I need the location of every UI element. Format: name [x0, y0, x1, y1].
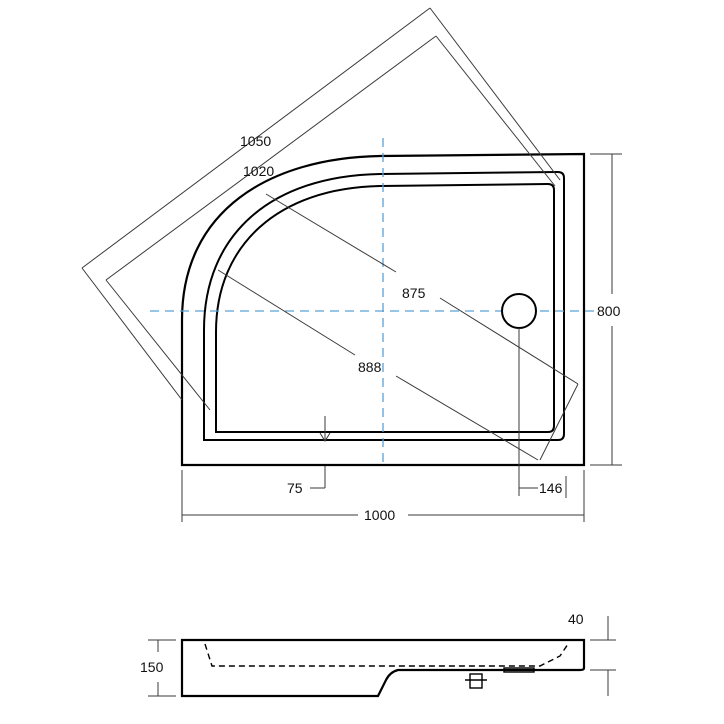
plan-view: 1050 1020 875 888 800	[81, 7, 622, 523]
diagonal-875-label: 875	[402, 285, 426, 301]
edge-offset-75-label: 75	[287, 480, 303, 496]
rim-40-label: 40	[568, 611, 584, 627]
diagonal-1020-label: 1020	[243, 163, 274, 179]
diagonal-1050-label: 1050	[240, 133, 271, 149]
drain-offset-146-label: 146	[539, 480, 563, 496]
edge-offset-75-dimension	[310, 416, 331, 489]
width-1000-dimension	[181, 470, 585, 522]
drain-offset-146-dimension	[518, 328, 567, 498]
depth-800-label: 800	[597, 303, 621, 319]
diagonal-1020-dimension	[105, 35, 556, 411]
basin-hidden-line	[204, 643, 569, 667]
drain-trap	[465, 667, 535, 689]
side-view: 150 40	[140, 611, 616, 698]
tray-side-profile	[180, 638, 586, 698]
depth-800-dimension	[590, 153, 622, 466]
tray-outer-outline	[180, 152, 586, 467]
rim-40-dimension	[590, 616, 616, 696]
diagonal-888-label: 888	[358, 359, 382, 375]
diagonal-1050-dimension	[81, 7, 561, 401]
diagonal-875-dimension	[265, 193, 579, 461]
tray-basin-outline	[215, 182, 555, 433]
drain-circle	[501, 293, 537, 329]
height-150-dimension	[148, 639, 176, 697]
height-150-label: 150	[140, 659, 164, 675]
diagonal-888-dimension	[217, 269, 539, 461]
width-1000-label: 1000	[364, 507, 395, 523]
tray-rim-outline	[203, 170, 565, 441]
